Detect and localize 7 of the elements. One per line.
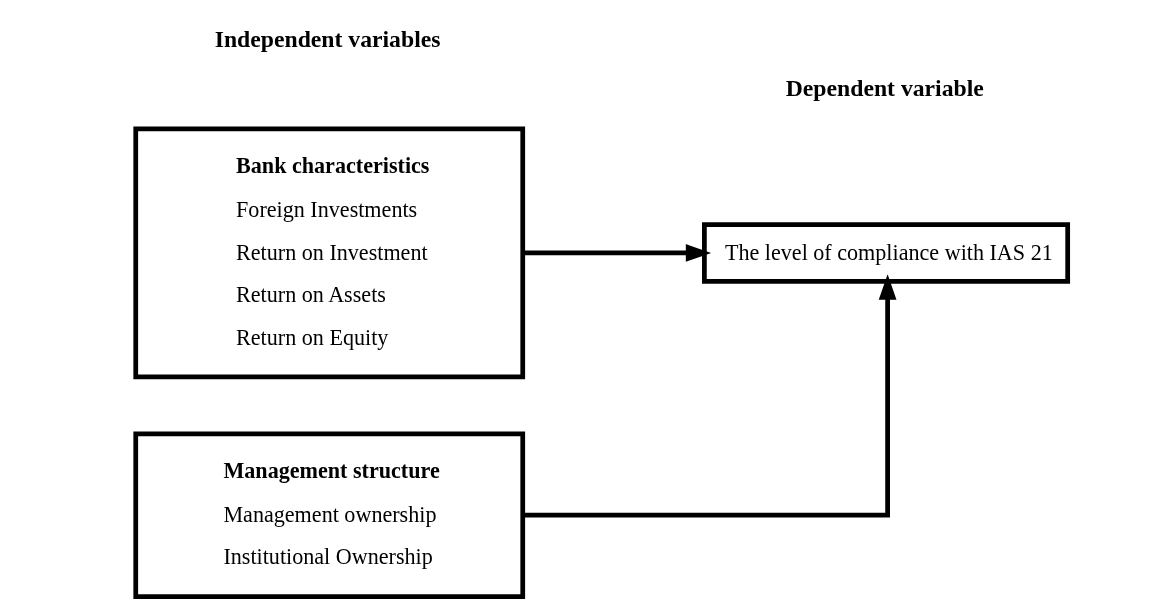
node-box: The level of compliance with IAS 21 bbox=[701, 222, 1070, 284]
label: Dependent variable bbox=[785, 74, 984, 101]
node-box: Management structure Management ownership Institutional Ownership bbox=[132, 431, 525, 599]
label: Independent variables bbox=[214, 25, 440, 52]
node-box: Bank characteristics Foreign Investments Return on Investment Return on Assets Return on Equity bbox=[132, 126, 525, 380]
arrow bbox=[522, 274, 896, 518]
arrow bbox=[522, 244, 711, 262]
